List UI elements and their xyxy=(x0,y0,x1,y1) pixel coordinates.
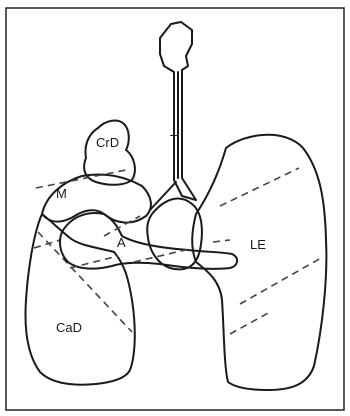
label-right-cranial-lobe: CrD xyxy=(96,135,119,150)
label-right-caudal-lobe: CaD xyxy=(56,320,82,335)
left-lung xyxy=(192,135,326,390)
mediastinum xyxy=(147,199,202,270)
label-left-lung: LE xyxy=(250,237,266,252)
label-trachea: T xyxy=(170,132,178,147)
label-right-middle-lobe: M xyxy=(56,186,67,201)
figure-frame xyxy=(6,8,344,410)
trachea xyxy=(150,22,196,210)
label-accessory-lobe: A xyxy=(117,235,126,250)
